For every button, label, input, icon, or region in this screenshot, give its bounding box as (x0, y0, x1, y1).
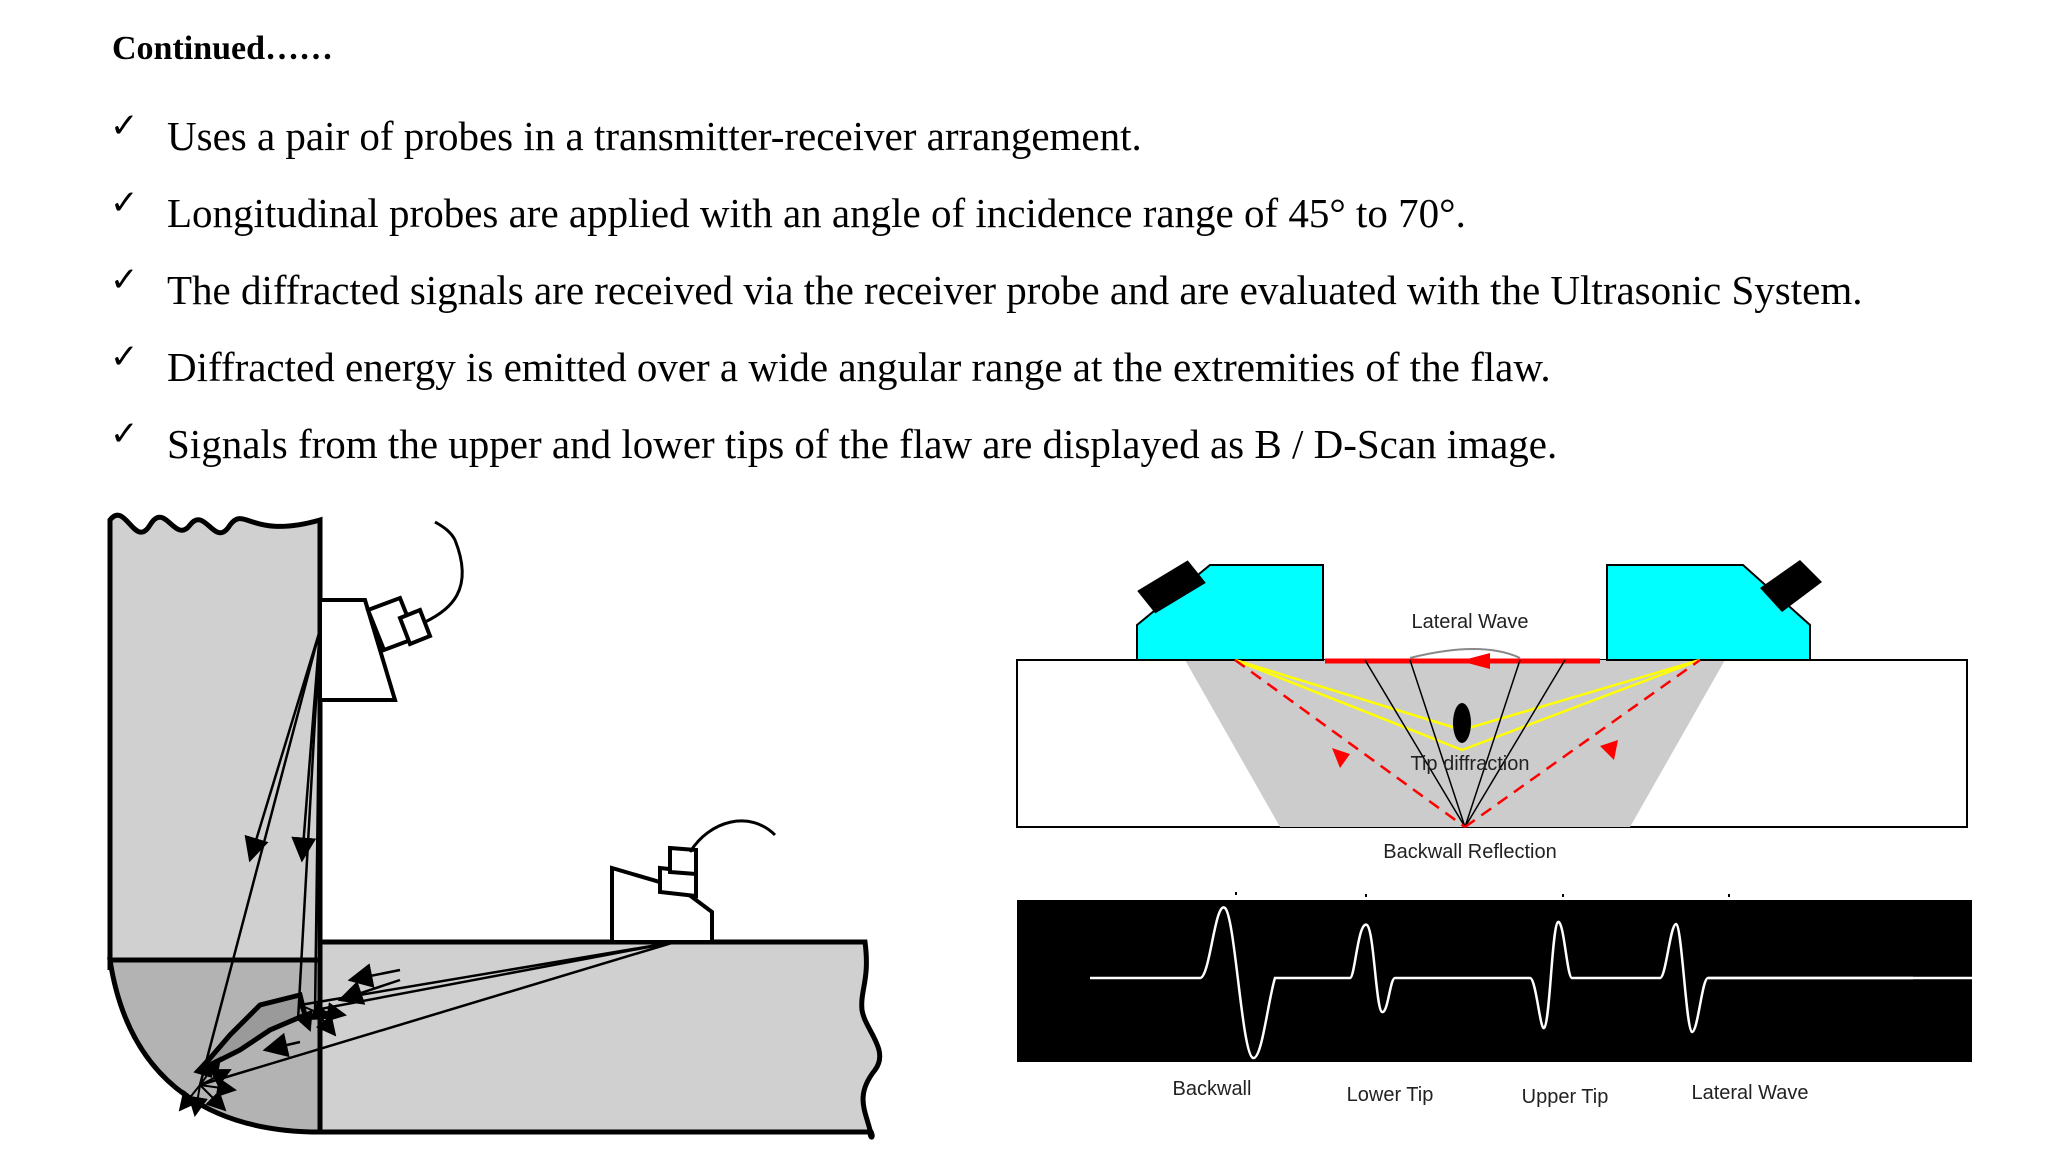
tick-marks (1235, 892, 1730, 897)
receiver-probe (1606, 560, 1822, 661)
corner-weld-illustration (107, 512, 883, 1140)
checkmark-icon: ✓ (110, 414, 139, 454)
checkmark-icon: ✓ (110, 106, 139, 146)
ascan-display: Backwall Lower Tip Upper Tip Lateral Wav… (1017, 892, 2010, 1108)
horizontal-plate (317, 939, 883, 1140)
horizontal-probe (610, 819, 777, 944)
bullet-text: Longitudinal probes are applied with an … (167, 190, 1466, 236)
flaw (1453, 703, 1471, 743)
bullet-text: Diffracted energy is emitted over a wide… (167, 344, 1551, 390)
backwall-reflection-label: Backwall Reflection (1383, 841, 1556, 863)
checkmark-icon: ✓ (110, 260, 139, 300)
ascan-label-upper-tip: Upper Tip (1522, 1086, 1609, 1108)
bullet-text: The diffracted signals are received via … (167, 267, 1863, 313)
vertical-probe (318, 520, 464, 702)
ascan-label-lateral-wave: Lateral Wave (1691, 1082, 1808, 1104)
transmitter-probe (1136, 560, 1324, 661)
bullet-text: Uses a pair of probes in a transmitter-r… (167, 113, 1142, 159)
weld-region (107, 957, 323, 1135)
lateral-wave-label: Lateral Wave (1411, 611, 1528, 633)
beam-spread (1185, 660, 1725, 827)
ascan-label-lower-tip: Lower Tip (1347, 1084, 1434, 1106)
ascan-screen (1017, 900, 1972, 1062)
ascan-label-backwall: Backwall (1173, 1078, 1252, 1100)
tip-diffraction-label: Tip diffraction (1411, 753, 1530, 775)
checkmark-icon: ✓ (110, 337, 139, 377)
tofd-setup-diagram: Lateral Wave Tip diffraction Backwall Re… (1016, 560, 1968, 863)
page-heading: Continued…… (112, 30, 334, 67)
ascan-waveform (1090, 906, 2010, 1060)
checkmark-icon: ✓ (110, 183, 139, 223)
bullet-text: Signals from the upper and lower tips of… (167, 421, 1558, 467)
